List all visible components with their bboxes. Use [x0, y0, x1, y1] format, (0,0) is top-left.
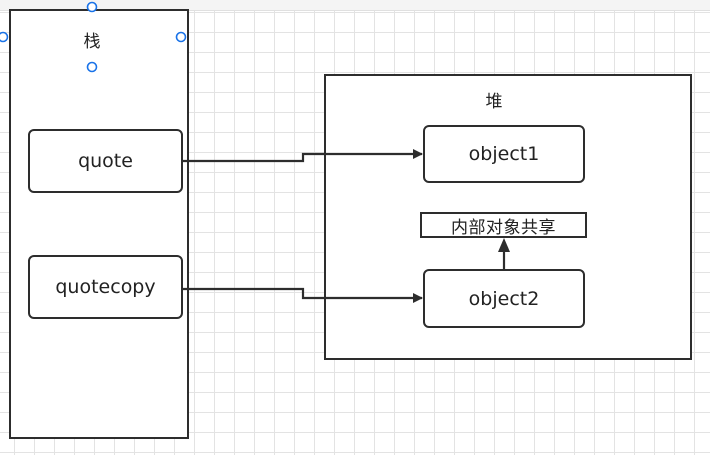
stack-item-quote-box[interactable]: [28, 129, 183, 193]
selection-handle-right[interactable]: [175, 31, 187, 43]
edge-object2-to-shared-arrowhead: [498, 238, 510, 252]
edge-quotecopy-to-object2[interactable]: [182, 287, 423, 303]
heap-object1-box[interactable]: [423, 125, 585, 183]
edge-quote-to-object1[interactable]: [182, 149, 423, 163]
heap-object2-box[interactable]: [423, 269, 585, 328]
selection-handle-left[interactable]: [0, 31, 9, 43]
selection-handle-top[interactable]: [86, 1, 98, 13]
stack-container[interactable]: [9, 9, 189, 439]
top-toolbar-strip: [0, 0, 710, 11]
selection-handle-bottom[interactable]: [86, 61, 98, 73]
stack-item-quotecopy-box[interactable]: [28, 255, 183, 319]
shared-note-box[interactable]: [420, 212, 587, 238]
